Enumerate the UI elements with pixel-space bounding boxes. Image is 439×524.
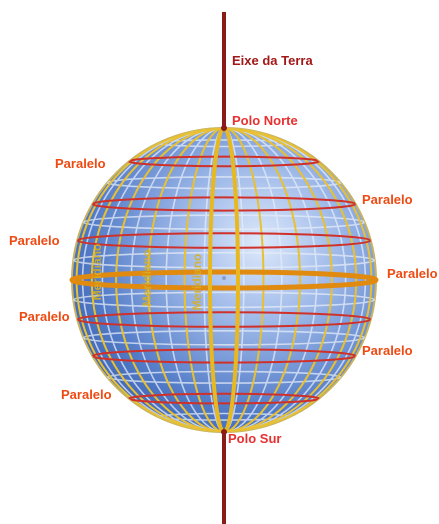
axis-label: Eixe da Terra — [232, 53, 313, 68]
parallel-label-left-3: Paralelo — [19, 309, 70, 324]
north-pole-point — [221, 125, 227, 131]
meridian-line — [147, 128, 301, 432]
faint-parallel-line — [72, 251, 376, 269]
faint-parallel-line — [72, 291, 376, 309]
parallel-label-right-2: Paralelo — [387, 266, 438, 281]
meridian-line — [183, 128, 265, 432]
meridian-line — [115, 128, 333, 432]
south-pole-point — [221, 429, 227, 435]
meridian-line — [90, 128, 358, 432]
faint-meridian-line — [203, 128, 245, 432]
parallel-label-left-2: Paralelo — [9, 233, 60, 248]
meridian-label-3: Meridiano — [190, 254, 204, 311]
south-pole-label: Polo Sur — [228, 431, 281, 446]
parallel-line — [91, 196, 357, 212]
parallel-label-right-1: Paralelo — [362, 192, 413, 207]
equator-line — [69, 269, 379, 291]
parallel-label-right-3: Paralelo — [362, 343, 413, 358]
meridian-label-2: Meridiano — [140, 250, 154, 307]
north-pole-label: Polo Norte — [232, 113, 298, 128]
faint-meridian-line — [81, 128, 367, 432]
faint-meridian-line — [101, 128, 347, 432]
meridian-label-1: Meridiano — [90, 244, 104, 301]
center-point — [222, 276, 226, 280]
faint-meridian-line — [130, 128, 318, 432]
faint-meridian-line — [165, 128, 283, 432]
parallel-label-left-1: Paralelo — [55, 156, 106, 171]
parallel-label-left-4: Paralelo — [61, 387, 112, 402]
parallel-line — [91, 348, 357, 364]
